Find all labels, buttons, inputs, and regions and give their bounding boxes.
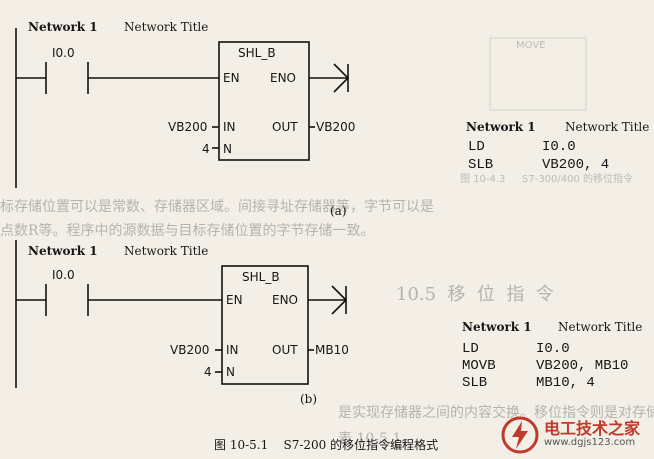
contact-address-a: I0.0 bbox=[52, 46, 75, 60]
stl-b-line-3-arg: MB10, 4 bbox=[536, 375, 595, 391]
stl-b-line-1-op: LD bbox=[462, 341, 479, 357]
shl-b-block-a-outline bbox=[218, 41, 310, 161]
network-title-b: Network Title bbox=[124, 244, 209, 258]
ladder-a-wiring bbox=[15, 28, 350, 188]
pin-in-a: IN bbox=[223, 120, 236, 134]
pin-n-a: N bbox=[223, 142, 232, 156]
n-operand-b: 4 bbox=[204, 365, 212, 379]
n-operand-a: 4 bbox=[202, 142, 210, 156]
stl-b-line-3-op: SLB bbox=[462, 375, 488, 391]
stl-network-title-b: Network Title bbox=[558, 320, 643, 334]
site-watermark: 电工技术之家 www.dgjs123.com bbox=[500, 415, 650, 455]
ghost-paragraph-4: 表 10-5.1。 bbox=[338, 431, 416, 447]
stl-a-line-1-op: LD bbox=[468, 139, 485, 155]
pin-out-b: OUT bbox=[272, 343, 298, 357]
stl-b-line-2-op: MOVB bbox=[462, 358, 496, 374]
pin-out-a: OUT bbox=[272, 120, 298, 134]
pin-eno-a: ENO bbox=[270, 71, 297, 85]
network-title-a: Network Title bbox=[124, 20, 209, 34]
in-operand-b: VB200 bbox=[170, 343, 210, 357]
stl-a-line-2-op: SLB bbox=[468, 157, 494, 173]
stl-a-line-1-arg: I0.0 bbox=[542, 139, 576, 155]
watermark-url: www.dgjs123.com bbox=[544, 437, 636, 448]
out-operand-a: VB200 bbox=[316, 120, 356, 134]
lightning-logo-icon bbox=[501, 416, 539, 454]
ghost-section-heading: 10.5 移 位 指 令 bbox=[396, 284, 554, 305]
contact-address-b: I0.0 bbox=[52, 268, 75, 282]
ghost-paragraph-3: 是实现存储器之间的内容交换。移位指令则是对存储 bbox=[338, 405, 654, 421]
stl-network-label-a: Network 1 bbox=[466, 120, 536, 134]
stl-b-line-2-arg: VB200, MB10 bbox=[536, 358, 629, 374]
out-operand-b: MB10 bbox=[315, 343, 349, 357]
ghost-move-block bbox=[489, 37, 587, 111]
pin-en-a: EN bbox=[223, 71, 240, 85]
in-operand-a: VB200 bbox=[168, 120, 208, 134]
network-label-b: Network 1 bbox=[28, 244, 98, 258]
block-name-b: SHL_B bbox=[242, 270, 280, 284]
pin-n-b: N bbox=[226, 365, 235, 379]
ladder-b-wiring bbox=[15, 240, 348, 388]
stl-b-line-1-arg: I0.0 bbox=[536, 341, 570, 357]
stl-network-title-a: Network Title bbox=[565, 120, 650, 134]
ghost-figure-note: S7-300/400 的移位指令 bbox=[522, 174, 634, 185]
caption-a: (a) bbox=[330, 204, 347, 218]
stl-network-label-b: Network 1 bbox=[462, 320, 532, 334]
watermark-brand: 电工技术之家 bbox=[544, 419, 641, 438]
network-label-a: Network 1 bbox=[28, 20, 98, 34]
caption-b: (b) bbox=[300, 392, 318, 406]
pin-in-b: IN bbox=[226, 343, 239, 357]
ghost-paragraph-1: 标存储位置可以是常数、存储器区域。间接寻址存储器等，字节可以是 bbox=[0, 199, 434, 215]
stl-a-line-2-arg: VB200, 4 bbox=[542, 157, 610, 173]
ghost-move-label: MOVE bbox=[516, 40, 546, 51]
ghost-figure-number: 图 10-4.3 bbox=[460, 174, 506, 185]
shl-b-block-b-outline bbox=[221, 265, 309, 385]
pin-eno-b: ENO bbox=[272, 293, 299, 307]
pin-en-b: EN bbox=[226, 293, 243, 307]
figure-caption: 图 10-5.1 S7-200 的移位指令编程格式 bbox=[214, 438, 439, 452]
ghost-paragraph-2: 点数R等。程序中的源数据与目标存储位置的字节存储一致。 bbox=[0, 223, 375, 239]
block-name-a: SHL_B bbox=[238, 46, 276, 60]
